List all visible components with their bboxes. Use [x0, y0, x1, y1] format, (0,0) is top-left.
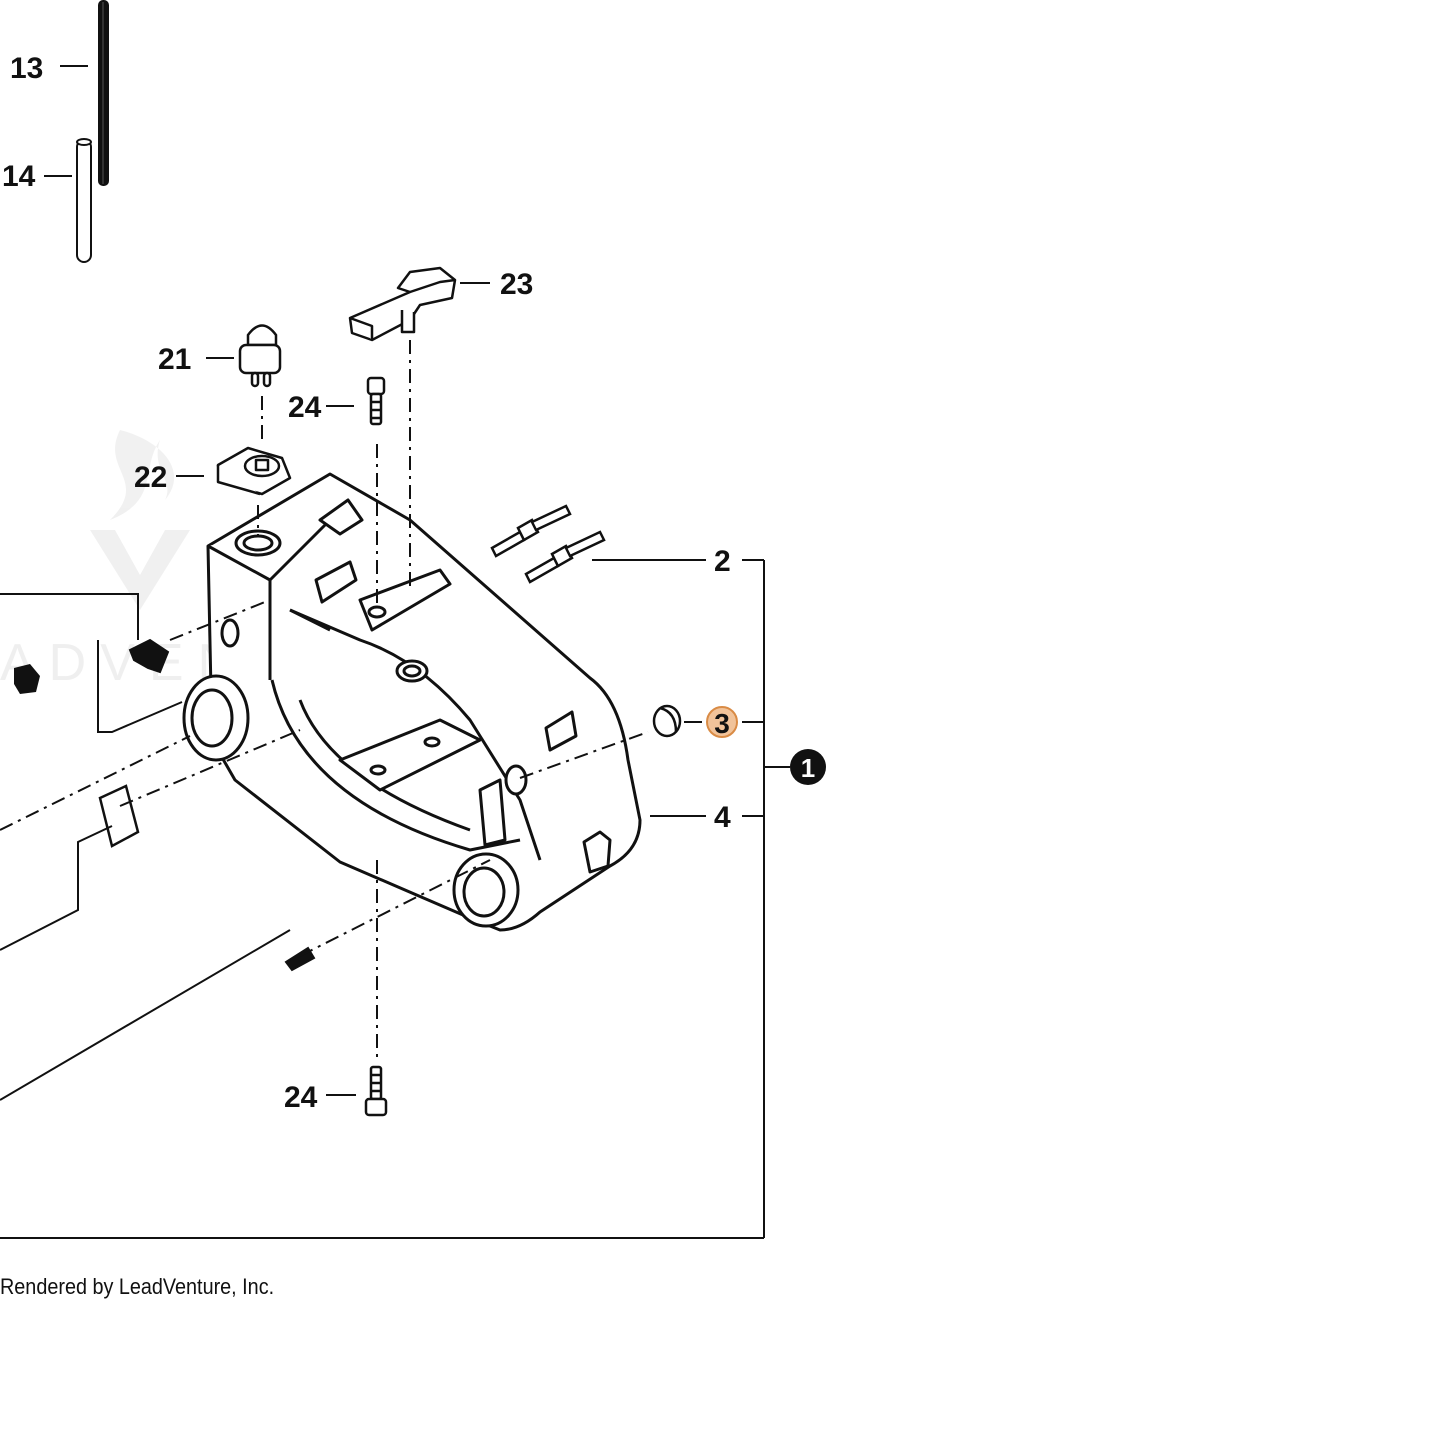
dashed-lines [0, 340, 649, 1060]
part-23-button[interactable] [348, 266, 457, 342]
callouts: 13 14 23 21 24 22 2 3 1 4 24 [2, 52, 826, 1114]
callout-24-upper[interactable]: 24 [288, 391, 322, 424]
part-4-housing[interactable] [182, 472, 642, 932]
part-24-upper-screw[interactable] [366, 376, 386, 426]
callout-3[interactable]: 3 [714, 708, 730, 739]
part-3-plug[interactable] [652, 704, 682, 738]
part-21-cap[interactable] [238, 324, 282, 388]
part-22-holder[interactable] [216, 446, 292, 496]
part-14-pin[interactable] [76, 138, 92, 263]
callout-23[interactable]: 23 [500, 268, 533, 301]
callout-4[interactable]: 4 [714, 801, 731, 834]
callout-3-highlight[interactable]: 3 [706, 706, 738, 739]
footer-credit: Rendered by LeadVenture, Inc. [0, 1274, 275, 1299]
part-left-grommet[interactable] [14, 664, 40, 694]
part-24-lower-screw[interactable] [364, 1065, 388, 1117]
leader-lines [0, 65, 790, 1239]
callout-22[interactable]: 22 [134, 461, 167, 494]
callout-21[interactable]: 21 [158, 343, 191, 376]
callout-24-lower[interactable]: 24 [284, 1081, 318, 1114]
part-13-rod[interactable] [98, 0, 109, 186]
part-left-pad[interactable] [98, 784, 140, 848]
callout-14[interactable]: 14 [2, 160, 36, 193]
part-left-clip[interactable] [128, 638, 170, 674]
part-2-studs[interactable] [490, 504, 606, 584]
callout-2[interactable]: 2 [714, 545, 731, 578]
callout-1-badge[interactable]: 1 [790, 749, 826, 785]
callout-13[interactable]: 13 [10, 52, 43, 85]
callout-1[interactable]: 1 [801, 753, 815, 783]
